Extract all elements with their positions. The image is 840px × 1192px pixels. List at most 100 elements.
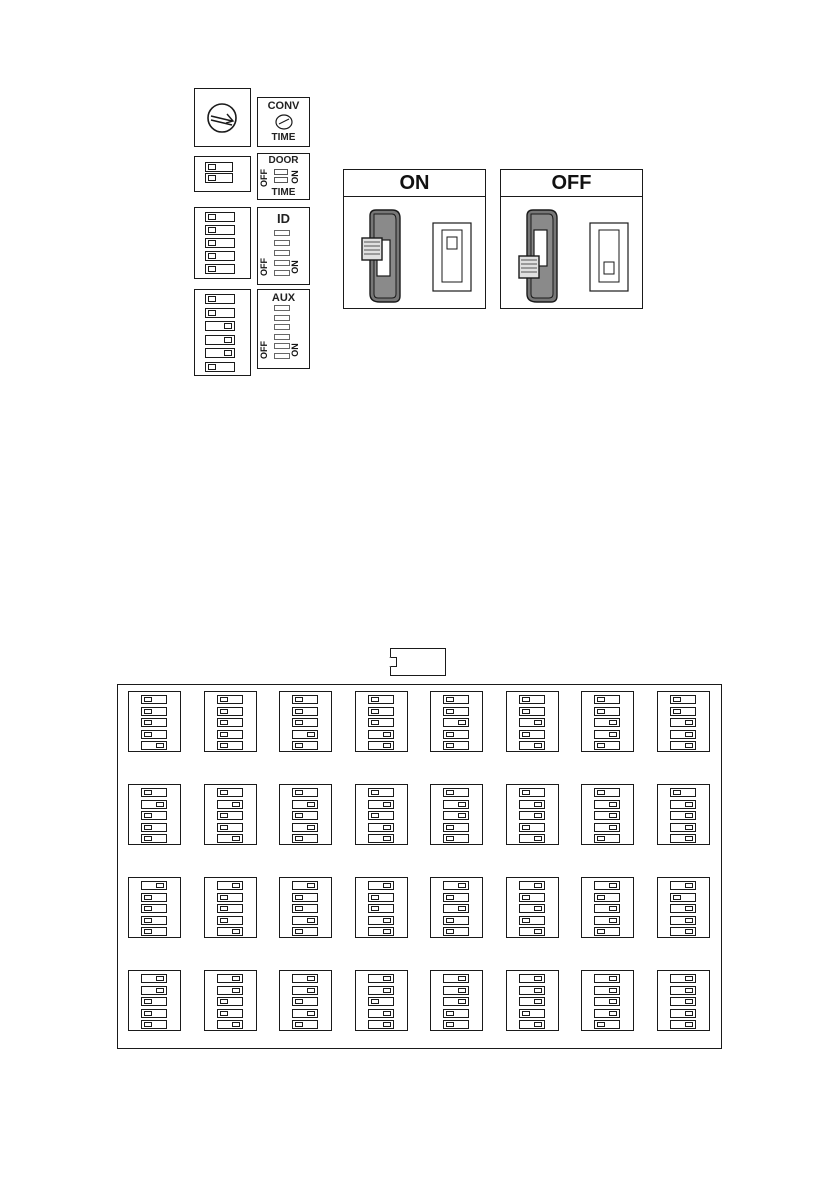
dip-switch (141, 811, 167, 820)
dip-knob-off (295, 743, 303, 748)
dip-knob-on (307, 988, 315, 993)
dip-switch (443, 695, 469, 704)
id-setting-block (430, 877, 483, 938)
dip-switch (443, 927, 469, 936)
dip-switch (217, 741, 243, 750)
dip-knob-on (685, 825, 693, 830)
dip-switch (670, 893, 696, 902)
switch-glyph (274, 343, 290, 349)
dip-switch (519, 834, 545, 843)
dip-switch (141, 800, 167, 809)
door-label: DOOR (258, 155, 309, 166)
dip-switch (368, 893, 394, 902)
id-setting-block (657, 877, 710, 938)
dip-switch (594, 800, 620, 809)
dip-switch (670, 823, 696, 832)
dip-switch (519, 881, 545, 890)
dip-switch (443, 730, 469, 739)
dip-switch (443, 893, 469, 902)
dip-switch (443, 741, 469, 750)
dip-knob-off (220, 743, 228, 748)
dip-knob-on (685, 918, 693, 923)
dip-knob-on (383, 732, 391, 737)
dip-switch (368, 741, 394, 750)
switch-glyph (274, 305, 290, 311)
dip-switch (368, 718, 394, 727)
dip-knob-on (685, 976, 693, 981)
dip-knob-off (144, 790, 152, 795)
dip-knob-on (685, 999, 693, 1004)
dip-switch (443, 974, 469, 983)
dip-switch (217, 730, 243, 739)
door-on-label: ON (290, 170, 300, 184)
dip-knob-on (383, 802, 391, 807)
dip-knob-on (458, 802, 466, 807)
switch-glyph (274, 334, 290, 340)
id-setting-block (506, 877, 559, 938)
dip-knob-off (673, 790, 681, 795)
dip-switch (292, 718, 318, 727)
dip-knob-on (534, 802, 542, 807)
dip-switch (670, 800, 696, 809)
dip-switch (670, 741, 696, 750)
id-setting-block (279, 784, 332, 845)
id-setting-block (128, 970, 181, 1031)
dip-knob-off (295, 720, 303, 725)
id-settings-table (117, 684, 722, 1049)
dip-knob-off (208, 364, 216, 370)
aux-off-label: OFF (259, 341, 269, 359)
switch-glyph (274, 315, 290, 321)
dip-knob-off (208, 227, 216, 233)
dip-switch (205, 251, 235, 261)
dip-knob-on (458, 999, 466, 1004)
dip-switch (519, 695, 545, 704)
dip-switch (141, 1020, 167, 1029)
id-setting-block (355, 970, 408, 1031)
dip-knob-off (446, 732, 454, 737)
dip-switch (670, 927, 696, 936)
dip-switch (368, 986, 394, 995)
dip-switch (519, 707, 545, 716)
id-setting-block (506, 691, 559, 752)
id-label: ID (258, 211, 309, 226)
dip-switch (205, 335, 235, 345)
dip-switch (519, 718, 545, 727)
dip-knob-on (685, 836, 693, 841)
switch-glyph (274, 260, 290, 266)
dip-knob-off (446, 895, 454, 900)
dip-knob-off (597, 836, 605, 841)
conv-dial-icon (274, 114, 294, 130)
dip-switch (519, 823, 545, 832)
dip-knob-on (383, 918, 391, 923)
dip-switch (205, 294, 235, 304)
dip-switch (368, 927, 394, 936)
dip-switch (292, 834, 318, 843)
dip-switch (519, 974, 545, 983)
dip-knob-on (534, 906, 542, 911)
dip-knob-off (220, 732, 228, 737)
door-switch-box (194, 156, 251, 192)
dip-switch (368, 1009, 394, 1018)
dip-knob-on (232, 1022, 240, 1027)
dip-switch (217, 1020, 243, 1029)
dip-switch (205, 362, 235, 372)
dip-knob-on (534, 720, 542, 725)
dip-switch (141, 986, 167, 995)
dip-switch (217, 986, 243, 995)
dip-knob-off (295, 895, 303, 900)
dip-switch (368, 916, 394, 925)
dip-switch (519, 1020, 545, 1029)
dip-knob-off (295, 1022, 303, 1027)
dip-switch (141, 823, 167, 832)
dip-knob-off (208, 253, 216, 259)
id-setting-block (204, 970, 257, 1031)
dip-knob-off (220, 918, 228, 923)
dip-knob-off (522, 709, 530, 714)
dip-knob-on (685, 743, 693, 748)
id-setting-block (506, 784, 559, 845)
dip-switch (141, 730, 167, 739)
dip-knob-off (220, 1011, 228, 1016)
dip-knob-on (534, 1022, 542, 1027)
switch-glyph (274, 240, 290, 246)
dip-switch (368, 1020, 394, 1029)
